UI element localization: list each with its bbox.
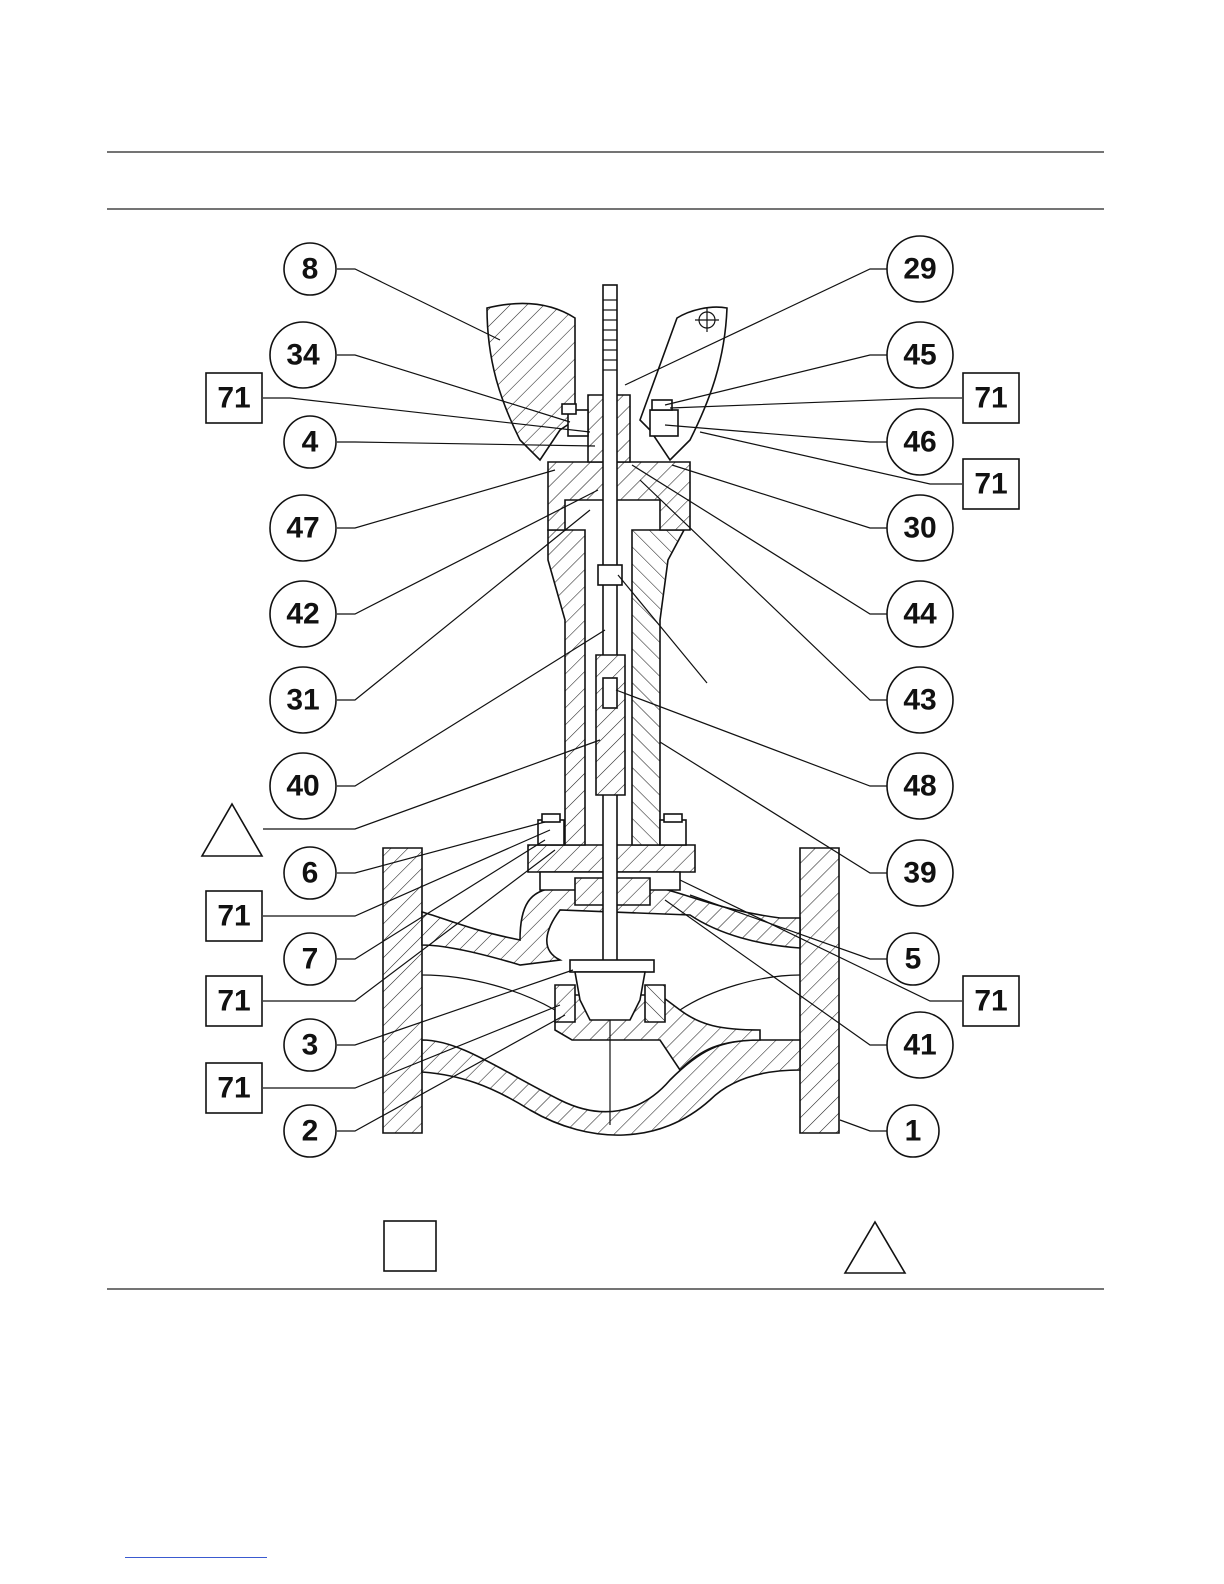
callout-43: 43 xyxy=(887,667,953,733)
footer-link-underline[interactable] xyxy=(125,1557,267,1558)
callout-71-box-a: 71 xyxy=(206,373,262,423)
callout-71-box-d-label: 71 xyxy=(217,900,250,933)
callout-34: 34 xyxy=(270,322,336,388)
callout-44: 44 xyxy=(887,581,953,647)
callout-6: 6 xyxy=(284,847,336,899)
callout-42-label: 42 xyxy=(286,598,319,631)
callout-71-box-a-label: 71 xyxy=(217,382,250,415)
callout-41-label: 41 xyxy=(903,1029,936,1062)
callout-5: 5 xyxy=(887,933,939,985)
callout-71-box-f: 71 xyxy=(963,976,1019,1026)
callout-3-label: 3 xyxy=(302,1029,319,1062)
legend-square-symbol xyxy=(384,1221,436,1271)
legend-triangle-symbol xyxy=(845,1222,905,1273)
callout-29-label: 29 xyxy=(903,253,936,286)
callout-44-label: 44 xyxy=(903,598,937,631)
callout-31: 31 xyxy=(270,667,336,733)
callout-34-label: 34 xyxy=(286,339,320,372)
callout-8: 8 xyxy=(284,243,336,295)
callout-2: 2 xyxy=(284,1105,336,1157)
callout-48-label: 48 xyxy=(903,770,936,803)
callout-71-box-e-label: 71 xyxy=(217,985,250,1018)
callout-71-box-g: 71 xyxy=(206,1063,262,1113)
callout-71-box-c-label: 71 xyxy=(974,468,1007,501)
callout-42: 42 xyxy=(270,581,336,647)
callout-1-label: 1 xyxy=(905,1115,922,1148)
callout-71-box-e: 71 xyxy=(206,976,262,1026)
callout-30: 30 xyxy=(887,495,953,561)
callout-41: 41 xyxy=(887,1012,953,1078)
callout-71-box-b: 71 xyxy=(963,373,1019,423)
callout-39-label: 39 xyxy=(903,857,936,890)
callout-71-box-f-label: 71 xyxy=(974,985,1007,1018)
callout-46-label: 46 xyxy=(903,426,936,459)
callout-71-box-g-label: 71 xyxy=(217,1072,250,1105)
callout-1: 1 xyxy=(887,1105,939,1157)
callout-3: 3 xyxy=(284,1019,336,1071)
callout-29: 29 xyxy=(887,236,953,302)
callout-8-label: 8 xyxy=(302,253,319,286)
callout-2-label: 2 xyxy=(302,1115,319,1148)
callout-47-label: 47 xyxy=(286,512,319,545)
callout-71-box-d: 71 xyxy=(206,891,262,941)
callout-6-label: 6 xyxy=(302,857,319,890)
callout-40-label: 40 xyxy=(286,770,319,803)
callout-47: 47 xyxy=(270,495,336,561)
plug-cage xyxy=(555,960,665,1022)
callout-40: 40 xyxy=(270,753,336,819)
callout-4: 4 xyxy=(284,416,336,468)
callout-45: 45 xyxy=(887,322,953,388)
callout-30-label: 30 xyxy=(903,512,936,545)
callout-71-box-b-label: 71 xyxy=(974,382,1007,415)
callout-7-label: 7 xyxy=(302,943,319,976)
callout-4-label: 4 xyxy=(302,426,319,459)
callout-46: 46 xyxy=(887,409,953,475)
callout-39: 39 xyxy=(887,840,953,906)
callout-48: 48 xyxy=(887,753,953,819)
callout-45-label: 45 xyxy=(903,339,936,372)
callout-7: 7 xyxy=(284,933,336,985)
triangle-callout-left xyxy=(202,804,262,856)
callout-31-label: 31 xyxy=(286,684,319,717)
callout-43-label: 43 xyxy=(903,684,936,717)
callout-71-box-c: 71 xyxy=(963,459,1019,509)
callout-5-label: 5 xyxy=(905,943,922,976)
